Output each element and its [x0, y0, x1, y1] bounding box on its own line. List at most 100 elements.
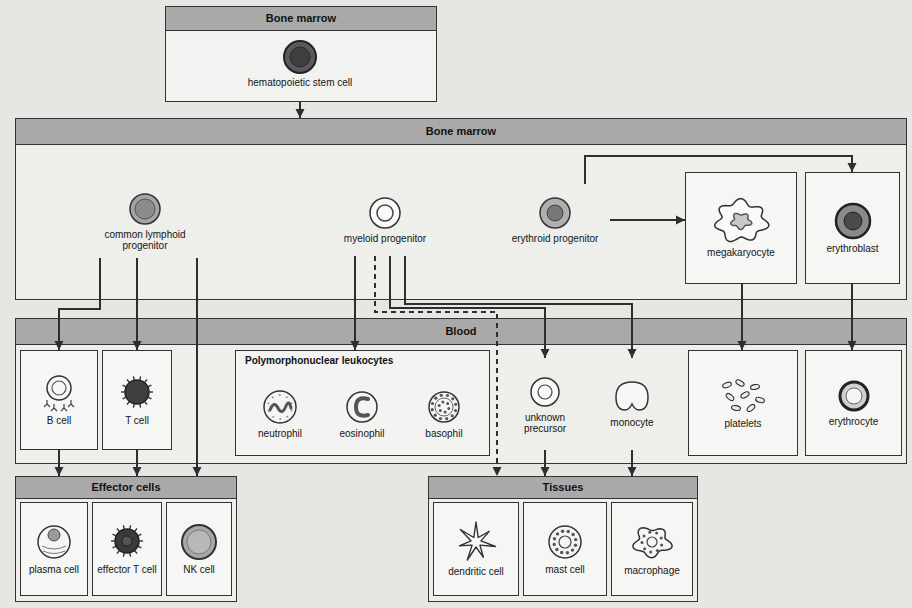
- connector-line: [136, 258, 138, 350]
- icon-part: [451, 397, 454, 400]
- icon-part: [446, 394, 449, 397]
- icon-part: [731, 214, 752, 230]
- icon-part: [435, 398, 453, 416]
- icon-part: [647, 537, 657, 547]
- icon-part: [38, 526, 70, 558]
- cell-node: mast cell: [523, 502, 607, 596]
- icon-part: [571, 549, 574, 552]
- cell-node: NK cell: [166, 502, 232, 596]
- arrow-connector: [296, 102, 305, 118]
- cell-icon: [709, 197, 773, 245]
- arrow-head: [541, 467, 550, 476]
- icon-part: [286, 416, 288, 418]
- icon-part: [135, 199, 155, 219]
- arrow-connector: [541, 450, 550, 476]
- cell-icon: [523, 374, 567, 410]
- cell-node: monocyte: [592, 358, 672, 450]
- icon-part: [431, 402, 434, 405]
- icon-part: [556, 532, 559, 535]
- icon-part: [370, 198, 400, 228]
- group-heading: Polymorphonuclear leukocytes: [236, 351, 489, 366]
- arrow-connector: [133, 258, 142, 350]
- cell-icon: [450, 520, 502, 564]
- icon-part: [286, 397, 288, 399]
- connector-line: [136, 450, 138, 476]
- arrow-head: [848, 163, 857, 172]
- cell-icon: [831, 201, 875, 241]
- icon-part: [725, 393, 735, 402]
- icon-part: [660, 537, 663, 540]
- cell-icon: [278, 39, 322, 75]
- cell-label: dendritic cell: [448, 566, 504, 578]
- icon-part: [444, 411, 447, 414]
- connector-line: [741, 284, 743, 350]
- cell-label: megakaryocyte: [707, 247, 775, 259]
- cell-label: plasma cell: [29, 564, 79, 576]
- cell-label: hematopoietic stem cell: [248, 77, 353, 89]
- icon-part: [840, 382, 868, 410]
- band-header: Blood: [16, 319, 906, 344]
- connector-line: [544, 450, 546, 476]
- cell-node: myeloid progenitor: [330, 184, 440, 256]
- cell-label: eosinophil: [339, 428, 384, 440]
- icon-part: [440, 394, 443, 397]
- icon-part: [51, 404, 57, 411]
- icon-part: [755, 397, 765, 404]
- arrow-connector: [375, 256, 502, 476]
- cell-node: platelets: [688, 350, 798, 456]
- cell-label: erythrocyte: [829, 416, 878, 428]
- icon-part: [279, 418, 281, 420]
- arrow-connector: [193, 258, 202, 476]
- icon-part: [447, 407, 450, 410]
- cell-label: erythroblast: [826, 243, 878, 255]
- icon-part: [439, 417, 442, 420]
- cell-node: unknown precursor: [505, 358, 585, 450]
- cell-node: plasma cell: [20, 502, 88, 596]
- cell-icon: [258, 388, 302, 426]
- icon-part: [182, 525, 216, 559]
- connector-line: [59, 258, 100, 350]
- cell-icon: [543, 522, 587, 562]
- icon-part: [566, 551, 569, 554]
- cell-label: common lymphoid progenitor: [82, 229, 208, 252]
- cell-node: erythrocyte: [805, 350, 902, 456]
- icon-part: [68, 400, 74, 407]
- icon-part: [553, 537, 556, 540]
- icon-part: [540, 198, 570, 228]
- cell-label: neutrophil: [258, 428, 302, 440]
- cell-label: myeloid progenitor: [344, 233, 426, 245]
- connector-line: [299, 102, 301, 118]
- cell-label: macrophage: [624, 565, 680, 577]
- icon-part: [377, 205, 393, 221]
- cell-node: hematopoietic stem cell: [220, 32, 380, 96]
- icon-part: [268, 403, 270, 405]
- icon-part: [439, 409, 442, 412]
- icon-part: [746, 404, 756, 413]
- connector-line: [58, 450, 60, 476]
- connector-line: [196, 258, 198, 476]
- icon-part: [48, 529, 60, 541]
- cell-label: monocyte: [610, 417, 653, 429]
- icon-part: [538, 385, 552, 399]
- cell-icon: [533, 195, 577, 231]
- cell-icon: [422, 388, 466, 426]
- cell-label: B cell: [47, 415, 71, 427]
- icon-part: [431, 408, 434, 411]
- icon-part: [130, 194, 160, 224]
- icon-part: [836, 204, 870, 238]
- icon-part: [264, 391, 296, 423]
- section-band: Blood B cell T cell Polymorphonuclear leuko…: [15, 318, 907, 464]
- icon-part: [459, 522, 495, 560]
- arrow-head: [193, 467, 202, 476]
- icon-part: [649, 551, 652, 554]
- arrow-head: [738, 341, 747, 350]
- icon-part: [574, 544, 577, 547]
- arrow-connector: [351, 256, 360, 350]
- icon-part: [715, 199, 769, 242]
- icon-part: [434, 397, 437, 400]
- arrow-connector: [738, 284, 747, 350]
- cell-label: T cell: [125, 415, 149, 427]
- cell-label: basophil: [425, 428, 462, 440]
- icon-part: [270, 403, 291, 412]
